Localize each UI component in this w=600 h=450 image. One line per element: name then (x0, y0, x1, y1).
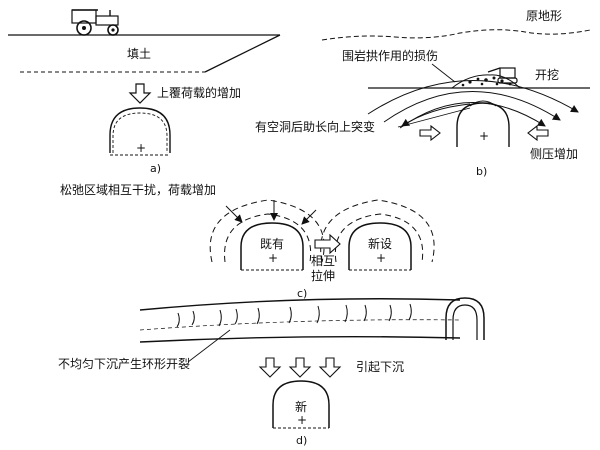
ring-cracks (176, 303, 412, 328)
load-increase-label: 上覆荷载的增加 (157, 85, 241, 100)
tunnel-new-d (272, 380, 330, 428)
mutual-pull-arrow-icon (314, 233, 341, 255)
tunnel-tube-top (139, 298, 461, 311)
excavator-icon (487, 67, 518, 84)
center-mark-b: + (479, 129, 489, 143)
tunnel-tube-centerline (139, 319, 461, 331)
settlement-arrow-1-icon (258, 357, 282, 378)
original-terrain-label: 原地形 (526, 9, 562, 23)
tunnel-tube-bottom (139, 335, 461, 343)
void-cavity (469, 100, 497, 107)
tunnel-section-a (109, 107, 171, 153)
mutual-label: 相互 (311, 254, 335, 268)
fill-slope-line (204, 34, 281, 73)
side-pressure-label: 侧压增加 (530, 147, 578, 161)
panel-b: 原地形 围岩拱作用的损伤 开挖 + 有空洞后助长向上突变 (255, 9, 591, 178)
panel-a: 填土 上覆荷载的增加 + a) (8, 9, 281, 175)
fill-label: 填土 (127, 47, 151, 61)
caption-a: a) (150, 162, 161, 175)
new-tunnel-label: 新设 (368, 236, 392, 251)
relaxation-zone-outer-new (320, 199, 435, 263)
tunnel-portal-inner (452, 304, 478, 340)
panel-d: 不均匀下沉产生环形开裂 引起下沉 新 + d) (58, 297, 485, 447)
center-mark-a: + (136, 141, 146, 155)
panel-c: 松弛区域相互干扰，荷载增加 既有 + 新设 + 相互 拉伸 c) (60, 183, 435, 300)
arch-curve-3 (367, 80, 579, 115)
load-arrow-right (301, 209, 317, 225)
arch-damage-leader (431, 63, 456, 83)
load-arrow-left (225, 205, 243, 223)
tunnel-portal-outer (445, 297, 485, 340)
relaxation-zone-inner-new (334, 213, 424, 263)
existing-tunnel-label: 既有 (260, 237, 284, 251)
void-leader (397, 107, 471, 128)
down-arrow-icon (128, 83, 152, 104)
excavation-label: 开挖 (535, 67, 559, 82)
settlement-arrow-3-icon (318, 357, 342, 378)
relaxation-zone-inner-existing (224, 213, 312, 263)
ring-crack-leader (187, 329, 231, 363)
original-terrain-line (321, 29, 591, 41)
relaxation-zone-outer-existing (209, 199, 325, 263)
center-mark-new-d: + (297, 413, 307, 427)
caption-d: d) (296, 434, 307, 447)
side-pressure-arrow-left-icon (419, 124, 441, 142)
center-mark-new-c: + (376, 251, 386, 265)
arch-damage-label: 围岩拱作用的损伤 (342, 48, 438, 63)
caption-b: b) (476, 165, 487, 178)
void-growth-label: 有空洞后助长向上突变 (255, 119, 375, 134)
new-tunnel-label-d: 新 (295, 399, 307, 414)
tunnel-section-b (456, 102, 510, 147)
tunnel-deformed-outline-a (112, 112, 168, 153)
settlement-label: 引起下沉 (356, 360, 404, 374)
arch-curve-1-left (401, 103, 471, 127)
settlement-arrow-2-icon (288, 357, 312, 378)
tractor-icon (71, 9, 119, 36)
caption-c: c) (297, 287, 307, 300)
arch-curve-2 (383, 91, 561, 123)
stretch-label: 拉伸 (311, 268, 335, 283)
interference-label: 松弛区域相互干扰，荷载增加 (60, 183, 216, 197)
center-mark-existing: + (268, 251, 278, 265)
side-pressure-arrow-right-icon (527, 124, 549, 142)
tunnel-existing (240, 222, 304, 270)
ring-crack-label: 不均匀下沉产生环形开裂 (58, 357, 190, 371)
tunnel-new-c (348, 222, 412, 270)
